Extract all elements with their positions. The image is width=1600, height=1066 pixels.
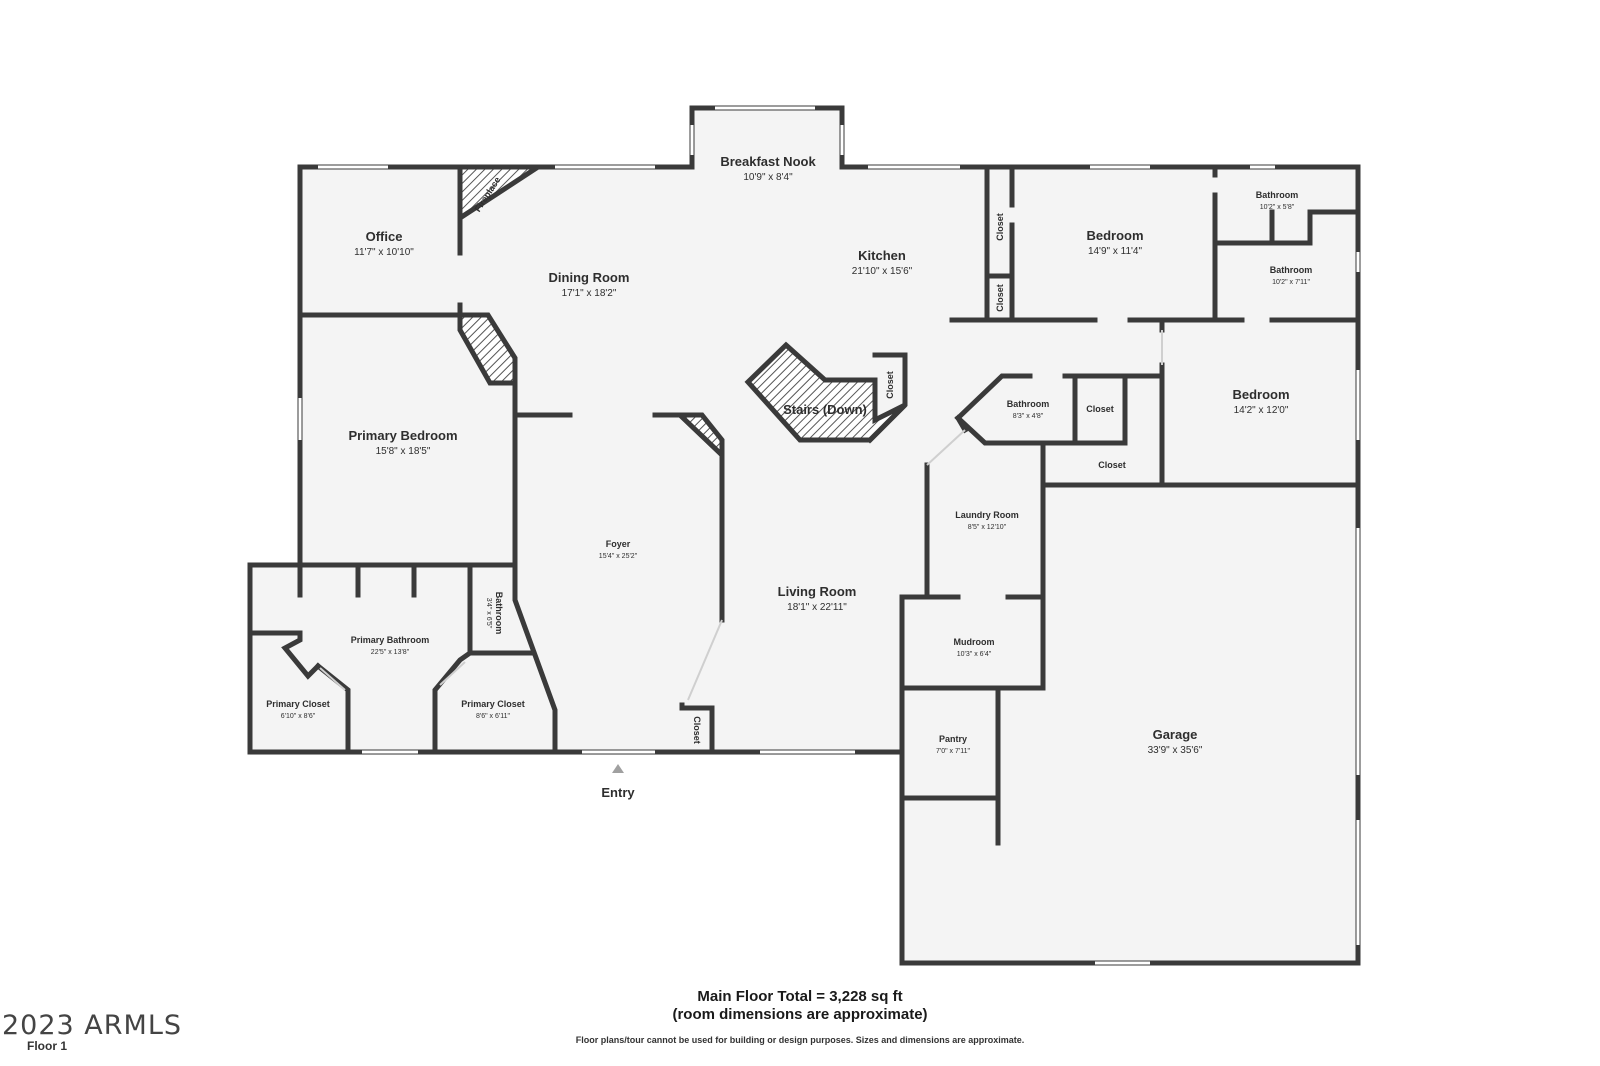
room-name: Breakfast Nook — [720, 154, 816, 169]
copyright-watermark: 2023 ARMLS — [2, 1010, 183, 1041]
room-dims: 8'3" x 4'8" — [1013, 413, 1044, 420]
room-dims: 14'2" x 12'0" — [1234, 405, 1289, 416]
interior-walls — [247, 164, 1361, 846]
entry-label: Entry — [601, 785, 635, 800]
room-name: Bathroom — [1256, 190, 1299, 200]
room-dims: 14'9" x 11'4" — [1088, 246, 1143, 257]
room-dims: 10'9" x 8'4" — [743, 172, 793, 183]
room-dims: 10'2" x 5'8" — [1260, 204, 1295, 211]
room-dims: 8'6" x 6'11" — [476, 713, 510, 720]
closet-label: Closet — [885, 371, 895, 399]
foyer-hatch — [673, 412, 725, 461]
door-openings — [319, 330, 1163, 701]
room-name: Pantry — [939, 734, 967, 744]
room-dims: 3'4" x 6'5" — [485, 598, 492, 629]
room-dims: 7'0" x 7'11" — [936, 748, 970, 755]
room-name: Primary Closet — [266, 699, 330, 709]
room-name: Bedroom — [1086, 228, 1143, 243]
room-name: Laundry Room — [955, 510, 1019, 520]
room-name: Dining Room — [549, 270, 630, 285]
room-name: Kitchen — [858, 248, 906, 263]
room-name: Stairs (Down) — [783, 402, 867, 417]
room-labels: Breakfast Nook 10'9" x 8'4" Office 11'7"… — [266, 154, 1312, 800]
room-name: Foyer — [606, 539, 631, 549]
room-name: Primary Bathroom — [351, 635, 430, 645]
room-name: Bathroom — [1270, 265, 1313, 275]
closet-label: Closet — [692, 716, 702, 744]
stairs-down — [744, 341, 907, 443]
room-name: Closet — [1086, 404, 1114, 414]
floor-fill — [250, 108, 1358, 965]
room-dims: 22'5" x 13'8" — [371, 649, 410, 656]
room-dims: 17'1" x 18'2" — [562, 288, 617, 299]
room-dims: 33'9" x 35'6" — [1148, 745, 1203, 756]
room-name: Living Room — [778, 584, 857, 599]
room-name: Primary Closet — [461, 699, 525, 709]
floor-total-note: (room dimensions are approximate) — [672, 1006, 928, 1023]
room-name: Bedroom — [1232, 387, 1289, 402]
room-name: Mudroom — [954, 637, 995, 647]
disclaimer: Floor plans/tour cannot be used for buil… — [575, 1035, 1025, 1045]
room-dims: 18'1" x 22'11" — [787, 602, 847, 613]
room-name: Closet — [1098, 460, 1126, 470]
floor-total: Main Floor Total = 3,228 sq ft (room dim… — [0, 988, 1600, 1024]
room-dims: 8'5" x 12'10" — [968, 524, 1007, 531]
room-name: Primary Bedroom — [348, 428, 457, 443]
room-dims: 15'8" x 18'5" — [376, 446, 431, 457]
room-dims: 10'2" x 7'11" — [1272, 279, 1310, 286]
closet-label: Closet — [995, 213, 1005, 241]
room-dims: 11'7" x 10'10" — [354, 247, 414, 258]
room-name: Bathroom — [1007, 399, 1050, 409]
room-name: Office — [366, 229, 403, 244]
room-dims: 21'10" x 15'6" — [852, 266, 913, 277]
room-dims: 15'4" x 25'2" — [599, 553, 638, 560]
floor-total-line: Main Floor Total = 3,228 sq ft — [697, 988, 903, 1005]
windows — [298, 106, 1360, 965]
fireplace — [457, 164, 547, 223]
closet-label: Closet — [995, 284, 1005, 312]
entry-arrow-icon — [612, 764, 624, 773]
floor-label: Floor 1 — [27, 1039, 68, 1053]
room-name: Bathroom — [494, 592, 504, 635]
room-dims: 6'10" x 8'6" — [281, 713, 316, 720]
room-dims: 10'3" x 6'4" — [957, 651, 992, 658]
room-name: Garage — [1153, 727, 1198, 742]
fireplace-hatch-primary — [457, 312, 518, 386]
